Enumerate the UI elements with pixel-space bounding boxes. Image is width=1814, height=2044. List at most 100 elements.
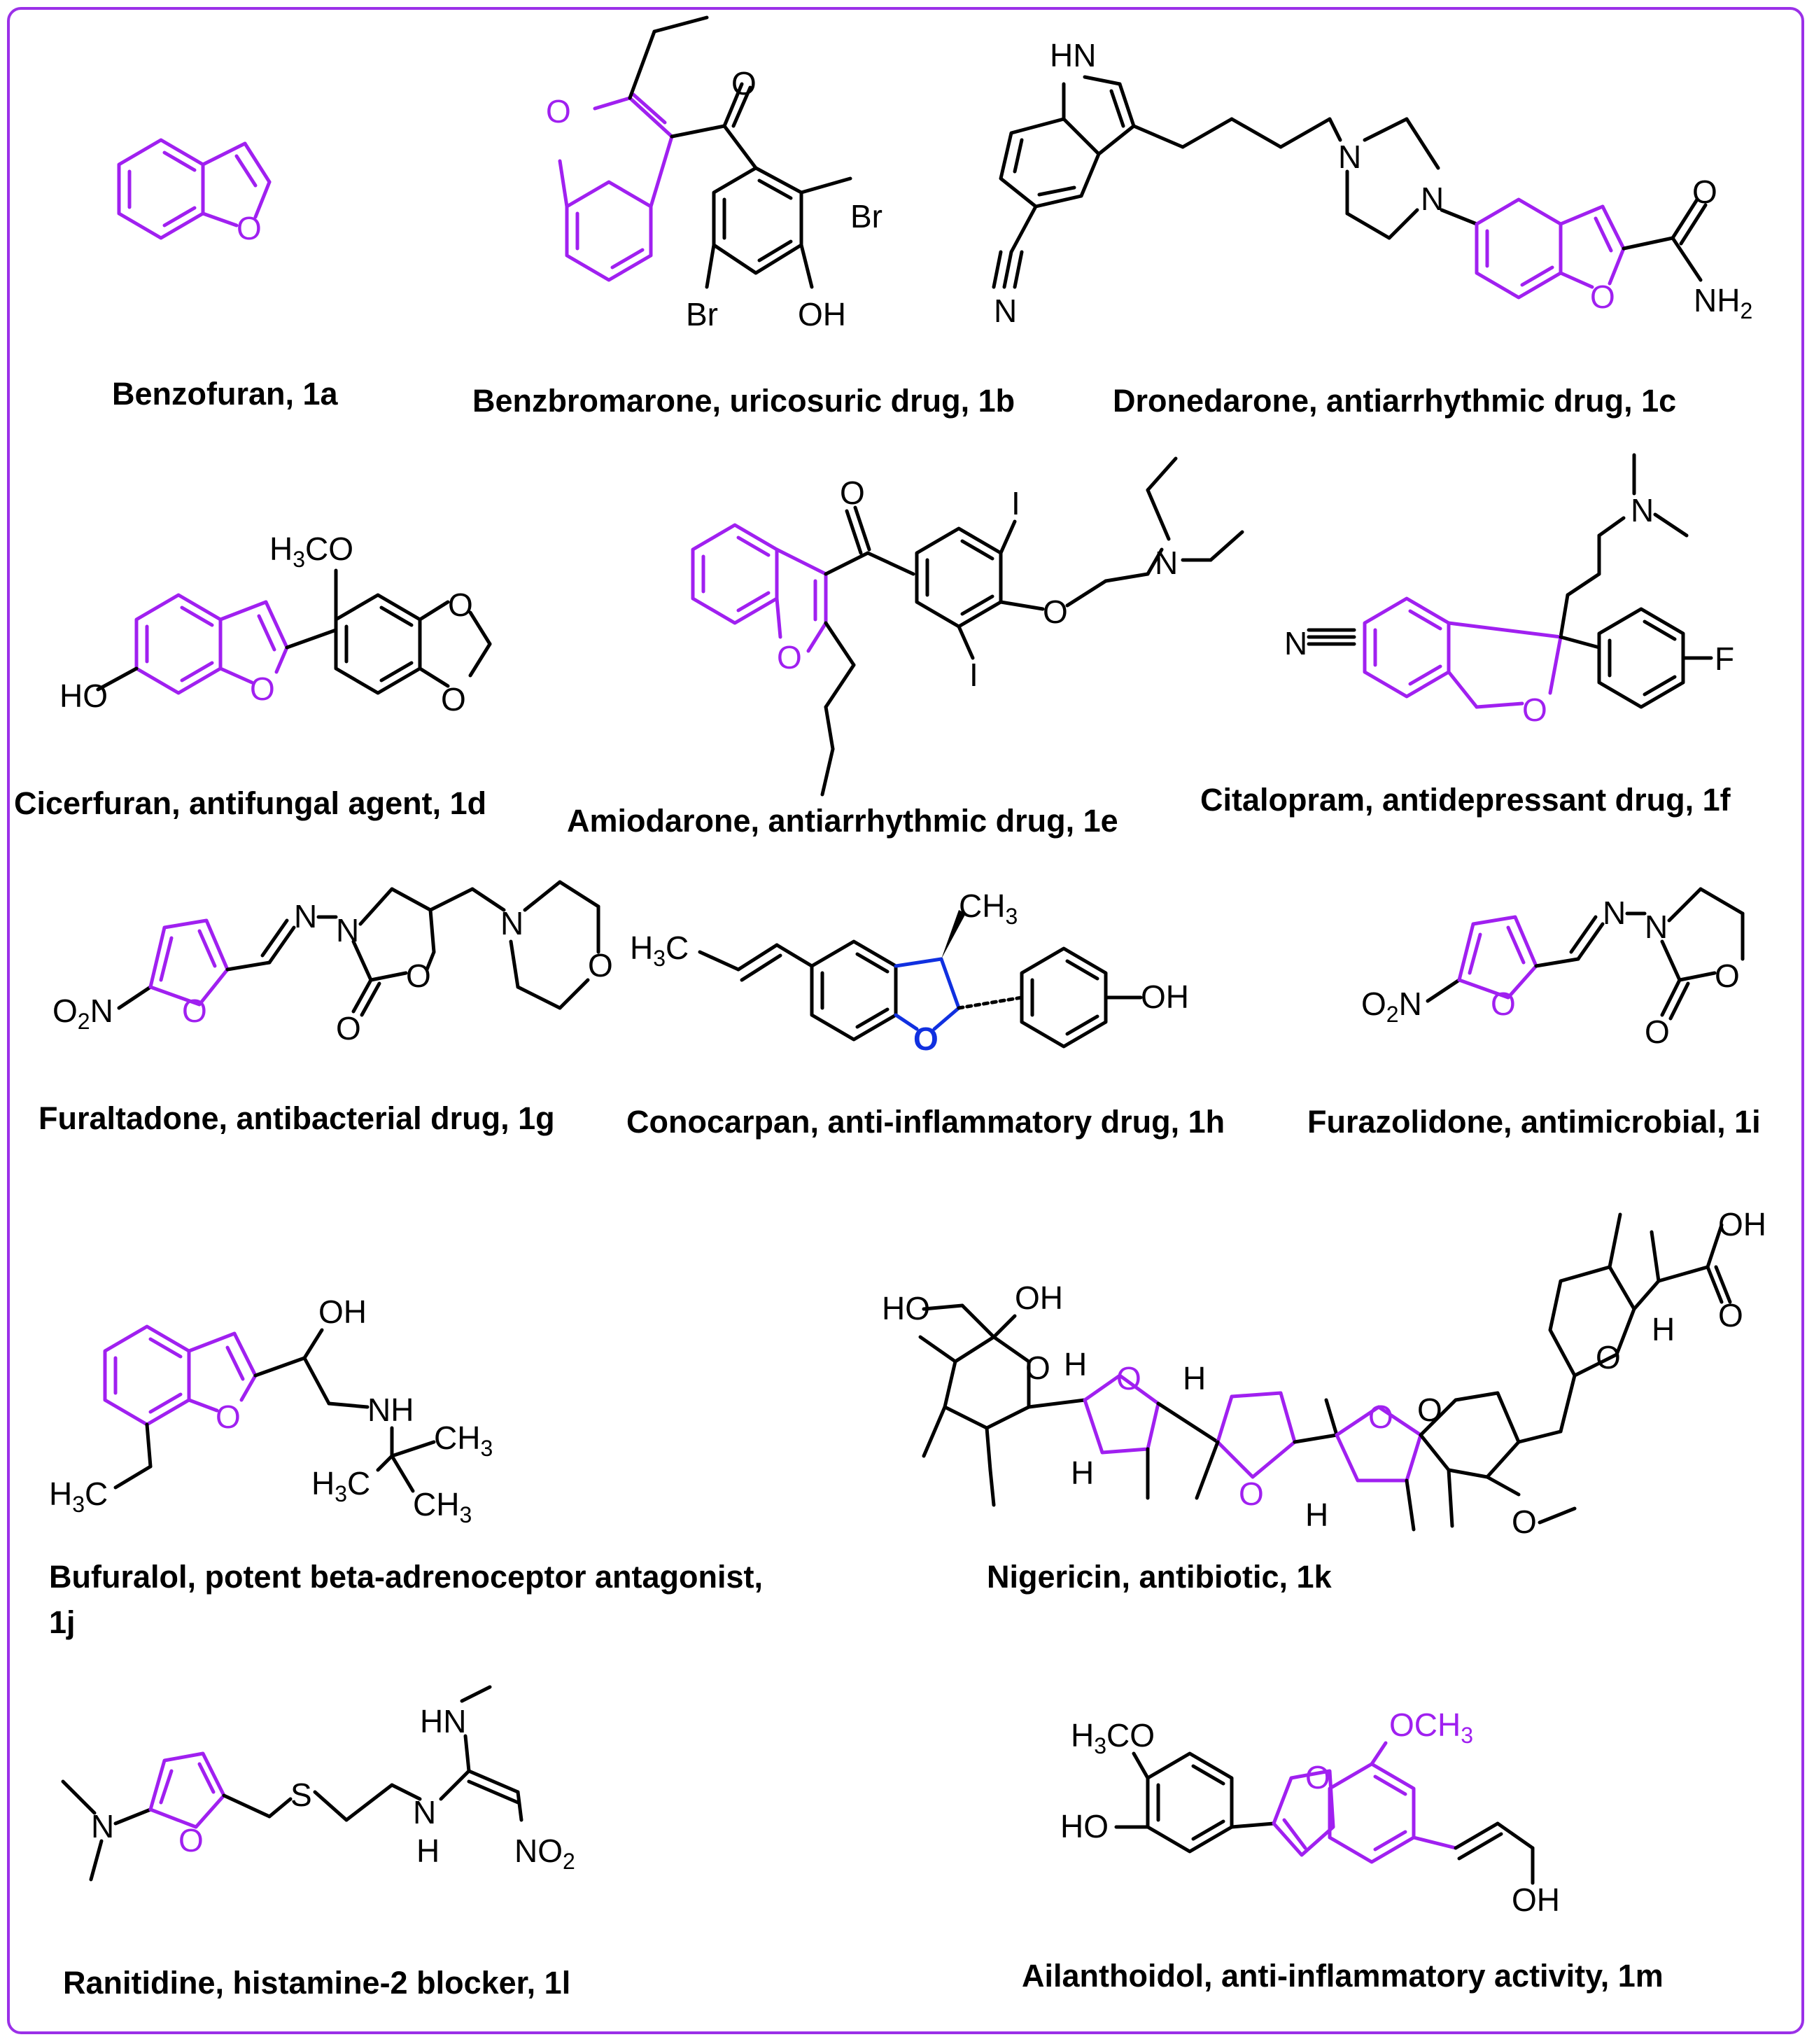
structure-1b-benzbromarone: O O Br Br OH (546, 15, 883, 332)
atom-br: Br (686, 296, 718, 332)
atom-h3co: H3CO (1071, 1717, 1155, 1758)
atom-ho: HO (1060, 1808, 1109, 1844)
atom-oh: OH (1512, 1882, 1560, 1918)
atom-o: O (1116, 1360, 1141, 1396)
structure-1e-amiodarone: O O I O N I (691, 456, 1244, 797)
structure-1a-benzofuran: O (117, 138, 272, 246)
atom-h3c: H3C (49, 1476, 108, 1517)
structure-1m-ailanthoidol: H3CO HO O OCH3 OH (1060, 1707, 1560, 1918)
atom-o: O (1596, 1339, 1621, 1376)
atom-nh2: NH2 (1694, 282, 1752, 323)
atom-o: O (1043, 594, 1068, 630)
atom-br: Br (850, 198, 883, 234)
caption-1j-line1: Bufuralol, potent beta-adrenoceptor anta… (49, 1559, 764, 1595)
atom-n: N (1603, 895, 1626, 931)
caption-1h: Conocarpan, anti-inflammatory drug, 1h (626, 1104, 1225, 1140)
caption-1f: Citalopram, antidepressant drug, 1f (1200, 782, 1731, 818)
atom-h: H (416, 1833, 440, 1869)
atom-oh: OH (1015, 1280, 1063, 1316)
caption-1b: Benzbromarone, uricosuric drug, 1b (472, 383, 1015, 419)
atom-o: O (731, 65, 757, 102)
atom-o: O (1491, 986, 1516, 1022)
caption-1d: Cicerfuran, antifungal agent, 1d (14, 785, 487, 821)
atom-o: O (1368, 1399, 1393, 1435)
atom-n: N (1155, 545, 1178, 581)
atom-n: N (294, 898, 317, 934)
atom-s: S (290, 1777, 312, 1813)
atom-o: O (1417, 1392, 1442, 1428)
atom-ho: HO (882, 1290, 930, 1326)
caption-1c: Dronedarone, antiarrhythmic drug, 1c (1113, 383, 1677, 419)
atom-i: I (969, 657, 978, 693)
atom-o: O (1715, 958, 1740, 994)
atom-h3c: H3C (630, 930, 689, 971)
atom-h: H (1652, 1311, 1675, 1348)
atom-n: N (994, 293, 1017, 329)
structure-1h-conocarpan: H3C O CH3 OH (630, 888, 1189, 1057)
atom-o: O (1512, 1504, 1537, 1540)
atom-o: O (1025, 1350, 1050, 1386)
atom-i: I (1011, 485, 1020, 522)
atom-o: O (178, 1822, 204, 1858)
atom-n: N (1645, 909, 1668, 945)
atom-h3c: H3C (311, 1465, 370, 1506)
atom-h: H (1064, 1346, 1087, 1382)
atom-o: O (1718, 1297, 1743, 1334)
atom-o: O (546, 93, 571, 130)
structure-1l-ranitidine: N O S N H HN NO2 (61, 1685, 575, 1882)
atom-hn: HN (420, 1703, 466, 1740)
atom-n: N (1421, 181, 1444, 217)
caption-1i: Furazolidone, antimicrobial, 1i (1307, 1104, 1761, 1140)
atom-h: H (1183, 1360, 1206, 1396)
atom-o: O (913, 1021, 938, 1057)
atom-ch3: CH3 (959, 888, 1018, 929)
structure-1i-furazolidone: O2N O N N O O (1361, 887, 1745, 1050)
atom-hn: HN (1050, 37, 1096, 74)
atom-o: O (406, 958, 431, 994)
figure-border (7, 7, 1804, 2034)
atom-oh: OH (1718, 1206, 1766, 1242)
caption-1a: Benzofuran, 1a (112, 376, 338, 412)
atom-o: O (1239, 1476, 1264, 1512)
atom-o2n: O2N (52, 993, 113, 1034)
atom-oh: OH (798, 296, 846, 332)
atom-n: N (1338, 139, 1361, 175)
structure-1d-cicerfuran: H3CO O HO O O (59, 531, 492, 718)
atom-o: O (182, 993, 207, 1029)
atom-h3co: H3CO (269, 531, 353, 572)
atom-f: F (1715, 640, 1734, 677)
caption-1g: Furaltadone, antibacterial drug, 1g (38, 1100, 555, 1136)
atom-h: H (1305, 1497, 1328, 1533)
atom-no2: NO2 (514, 1833, 575, 1874)
structure-1c: HN N N N O (992, 37, 1752, 329)
structure-1g-furaltadone: O2N O N N O O N O (52, 880, 613, 1046)
atom-nh: NH (367, 1392, 414, 1428)
atom-o: O (237, 210, 262, 246)
caption-1k: Nigericin, antibiotic, 1k (987, 1559, 1332, 1595)
atom-ch3: CH3 (434, 1420, 493, 1461)
atom-o: O (1305, 1759, 1330, 1795)
atom-o: O (840, 475, 865, 511)
atom-n: N (91, 1808, 114, 1844)
atom-o: O (441, 681, 466, 718)
atom-och3: OCH3 (1389, 1707, 1473, 1748)
atom-ch3: CH3 (413, 1486, 472, 1527)
caption-1m: Ailanthoidol, anti-inflammatory activity… (1022, 1958, 1664, 1994)
atom-oh: OH (318, 1294, 367, 1330)
atom-n: N (413, 1794, 436, 1830)
structure-1k-nigericin: HO OH O H H O H O H O O O O (882, 1206, 1766, 1540)
atom-oh: OH (1141, 979, 1189, 1015)
caption-1e: Amiodarone, antiarrhythmic drug, 1e (567, 803, 1118, 839)
atom-o2n: O2N (1361, 986, 1422, 1027)
atom-o: O (588, 947, 613, 983)
atom-n: N (1284, 625, 1307, 662)
atom-o: O (216, 1399, 241, 1435)
caption-1l: Ranitidine, histamine-2 blocker, 1l (63, 1965, 571, 2001)
atom-n: N (500, 905, 523, 941)
atom-o: O (250, 671, 275, 707)
atom-o: O (336, 1010, 361, 1046)
structure-1j-bufuralol: O OH NH CH3 H3C CH3 H3C (49, 1294, 493, 1527)
structure-1f-citalopram: N N O F (1284, 453, 1734, 728)
atom-o: O (1590, 279, 1615, 315)
